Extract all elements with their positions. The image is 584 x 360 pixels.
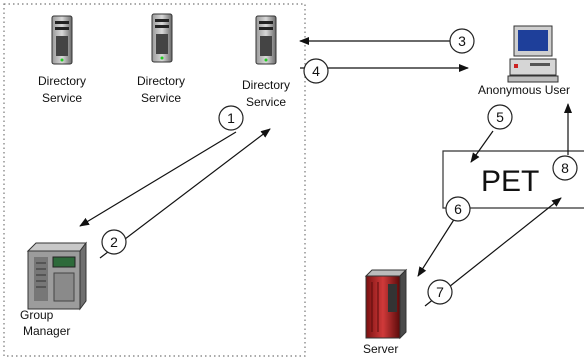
directory-service-label-1-line2: Service bbox=[42, 91, 82, 105]
server-icon bbox=[364, 268, 408, 340]
step-marker-5: 5 bbox=[487, 104, 513, 130]
pet-label: PET bbox=[481, 165, 539, 198]
step-marker-1: 1 bbox=[218, 105, 244, 131]
step-number-7: 7 bbox=[436, 284, 444, 300]
group-manager-label-line2: Manager bbox=[23, 324, 70, 338]
step-marker-6: 6 bbox=[445, 196, 471, 222]
step-marker-2: 2 bbox=[101, 229, 127, 255]
directory-service-label-3-line1: Directory bbox=[242, 78, 290, 92]
computer-icon bbox=[507, 25, 559, 83]
step-number-1: 1 bbox=[227, 110, 235, 126]
group-manager-label-line1: Group bbox=[20, 308, 54, 322]
pet-box bbox=[442, 150, 584, 209]
step-number-8: 8 bbox=[561, 160, 569, 176]
trust-domain-boundary bbox=[3, 3, 306, 357]
step-marker-7: 7 bbox=[427, 279, 453, 305]
directory-service-label-2-line2: Service bbox=[141, 91, 181, 105]
group-manager-server-icon bbox=[26, 241, 87, 311]
step-marker-8: 8 bbox=[552, 155, 578, 181]
step-marker-4: 4 bbox=[303, 58, 329, 84]
step-number-2: 2 bbox=[110, 234, 118, 250]
directory-service-label-2-line1: Directory bbox=[137, 74, 185, 88]
step-marker-3: 3 bbox=[449, 28, 475, 54]
directory-service-label-1-line1: Directory bbox=[38, 74, 86, 88]
step-number-5: 5 bbox=[496, 109, 504, 125]
arrow-step-2 bbox=[99, 128, 271, 259]
directory-server-icon bbox=[151, 13, 173, 63]
arrow-step-5 bbox=[470, 130, 494, 163]
directory-server-icon bbox=[51, 15, 73, 65]
anonymous-user-label: Anonymous User bbox=[478, 83, 570, 97]
arrow-step-1 bbox=[79, 131, 237, 227]
step-number-3: 3 bbox=[458, 33, 466, 49]
server-label: Server bbox=[363, 342, 398, 356]
step-number-4: 4 bbox=[312, 63, 320, 79]
directory-service-label-3-line2: Service bbox=[246, 95, 286, 109]
directory-server-icon bbox=[255, 15, 277, 65]
arrow-step-6 bbox=[417, 217, 456, 277]
step-number-6: 6 bbox=[454, 201, 462, 217]
